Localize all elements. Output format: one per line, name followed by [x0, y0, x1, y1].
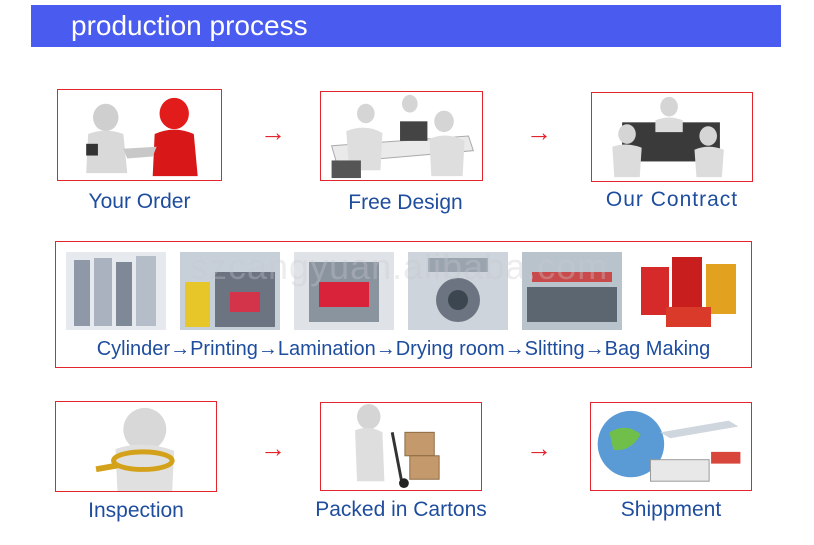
drying-room-photo [408, 252, 508, 330]
step-your-order-frame [57, 89, 222, 181]
step-packed-label: Packed in Cartons [315, 498, 487, 521]
step-shipment-frame [590, 402, 752, 491]
step-free-design-frame [320, 91, 483, 181]
arrow-2: → [526, 117, 552, 147]
contract-signing-icon [612, 96, 724, 178]
production-strip-frame: Cylinder→Printing→Lamination→Drying room… [55, 241, 752, 368]
handshake-icon [86, 97, 198, 177]
step-inspection-frame [55, 401, 217, 492]
step-shipment-label: Shippment [620, 498, 722, 521]
page-header: production process [31, 5, 781, 47]
magnifier-icon [95, 407, 175, 491]
hand-truck-cartons-icon [355, 403, 440, 489]
page-title: production process [71, 10, 308, 41]
production-process-line: Cylinder→Printing→Lamination→Drying room… [96, 338, 711, 360]
printing-machine-photo [180, 252, 280, 330]
bag-products-photo [636, 252, 741, 330]
arrow-3: → [260, 433, 286, 463]
step-your-order-label: Your Order [88, 190, 191, 213]
step-packed-frame [320, 402, 482, 491]
step-our-contract-label: Our Contract [605, 188, 739, 211]
globe-shipping-icon [597, 410, 741, 482]
cylinder-photo [66, 252, 166, 330]
slitting-machine-photo [522, 252, 622, 330]
arrow-1: → [260, 117, 286, 147]
step-inspection-label: Inspection [88, 499, 184, 522]
step-free-design-label: Free Design [348, 191, 463, 214]
step-our-contract-frame [591, 92, 753, 182]
arrow-4: → [526, 433, 552, 463]
watermark-text: szcangyuan.alibaba.com [190, 246, 609, 287]
design-team-icon [330, 94, 475, 179]
lamination-machine-photo [294, 252, 394, 330]
